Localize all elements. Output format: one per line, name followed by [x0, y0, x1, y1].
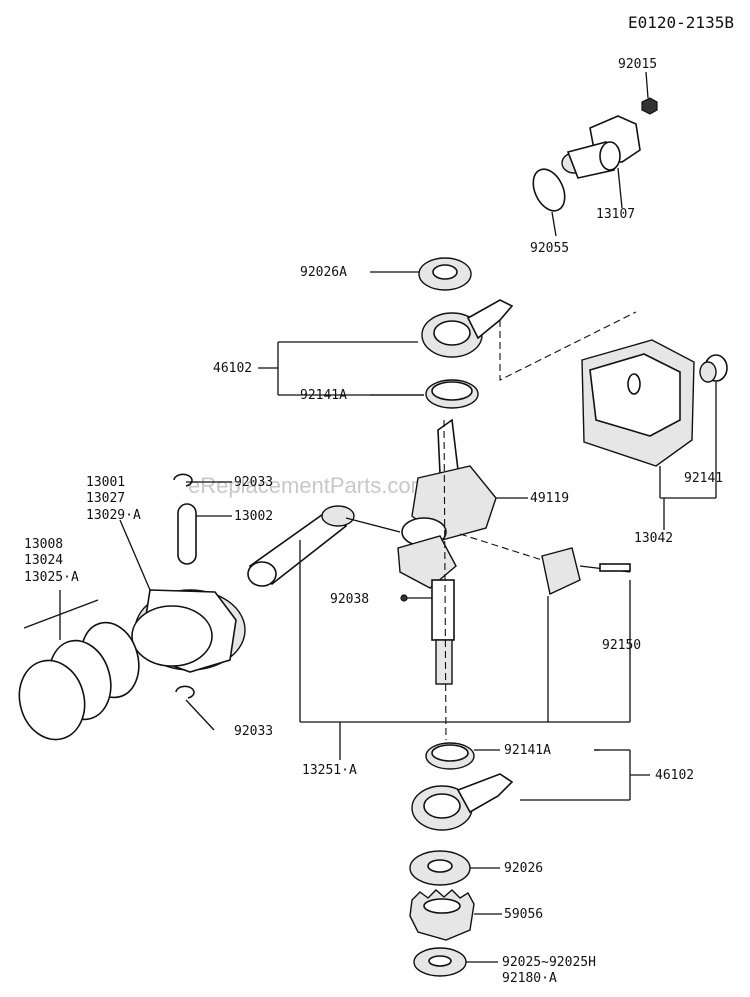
crankshaft [397, 418, 528, 685]
circlip-top [173, 473, 232, 487]
piston-pin [177, 503, 232, 565]
label-92038: 92038 [330, 592, 369, 607]
label-13042: 13042 [634, 531, 673, 546]
label-92141a-top: 92141A [300, 388, 347, 403]
connecting-rod-top [421, 299, 514, 358]
watermark: eReplacementParts.com [188, 473, 429, 498]
label-92025: 92025~92025H [502, 955, 596, 970]
label-13025a: 13025·A [24, 570, 79, 585]
o-ring-seal [532, 168, 566, 237]
thrust-washer-bottom [409, 850, 500, 886]
thrust-washer-top [370, 257, 472, 291]
balancer-weight-block [581, 339, 695, 467]
bearing-shell-bottom [425, 742, 500, 770]
label-13024: 13024 [24, 553, 63, 568]
label-13027: 13027 [86, 491, 125, 506]
circlip-bottom [175, 685, 215, 731]
label-92141: 92141 [684, 471, 723, 486]
shim-washer [413, 947, 498, 977]
governor-nut [641, 71, 658, 115]
label-13251a: 13251·A [302, 763, 357, 778]
connecting-rod-main [247, 505, 401, 587]
label-49119: 49119 [530, 491, 569, 506]
piston [119, 519, 246, 673]
label-92033-top: 92033 [234, 475, 273, 490]
diagram-code: E0120-2135B [628, 13, 734, 32]
governor-shaft-housing [561, 115, 641, 209]
bearing-shell-top [425, 379, 479, 409]
label-92055: 92055 [530, 241, 569, 256]
label-13107: 13107 [596, 207, 635, 222]
label-92180a: 92180·A [502, 971, 557, 986]
piston-rings [18, 590, 140, 741]
label-92026a: 92026A [300, 265, 347, 280]
label-59056: 59056 [504, 907, 543, 922]
label-46102-bottom: 46102 [655, 768, 694, 783]
label-92015: 92015 [618, 57, 657, 72]
bracket-13042 [659, 382, 717, 530]
label-92141a-bottom: 92141A [504, 743, 551, 758]
label-46102-top: 46102 [213, 361, 252, 376]
label-13008: 13008 [24, 537, 63, 552]
label-92033-bottom: 92033 [234, 724, 273, 739]
bracket-46102-bottom [520, 749, 650, 801]
label-92026: 92026 [504, 861, 543, 876]
bushing-92141 [699, 354, 728, 383]
label-13029a: 13029·A [86, 508, 141, 523]
rod-cap [459, 533, 631, 596]
connecting-rod-bottom [411, 773, 514, 831]
bracket-13251 [299, 540, 631, 760]
label-13002: 13002 [234, 509, 273, 524]
label-92150: 92150 [602, 638, 641, 653]
label-13001: 13001 [86, 475, 125, 490]
crankshaft-gear [409, 889, 502, 941]
